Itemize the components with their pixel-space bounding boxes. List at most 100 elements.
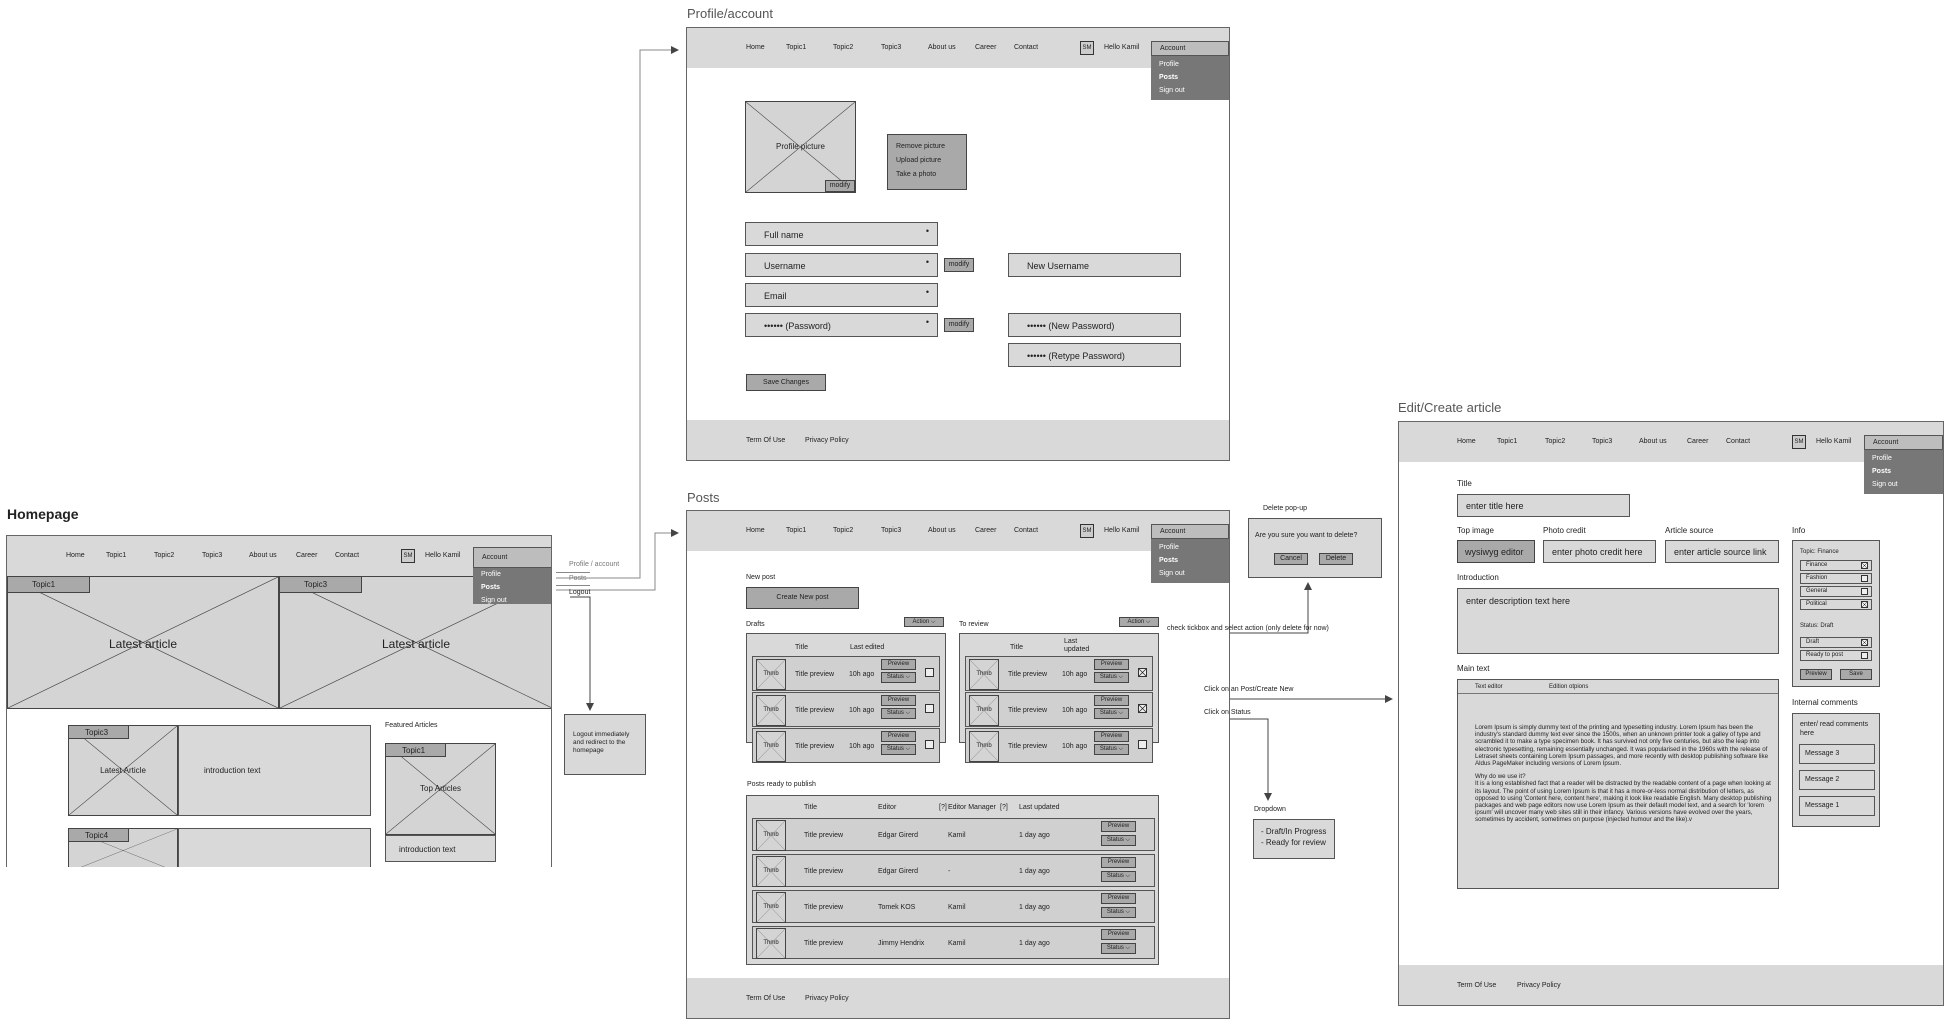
message-1[interactable]: Message 1 — [1799, 796, 1875, 816]
status-readyToPost-option[interactable]: Ready to post — [1800, 650, 1872, 661]
nav-contact[interactable]: Contact — [1726, 438, 1751, 445]
footer-privacy[interactable]: Privacy Policy — [1517, 982, 1561, 989]
avatar[interactable]: SM — [401, 549, 415, 563]
preview-button[interactable]: Preview — [881, 659, 916, 670]
nav-topic2[interactable]: Topic2 — [154, 552, 175, 559]
status-button[interactable]: Status ⌵ — [881, 708, 916, 719]
preview-button[interactable]: Preview — [1101, 821, 1136, 832]
status-draft-option[interactable]: Draft — [1800, 637, 1872, 648]
article-card-image[interactable]: Latest Article — [68, 725, 178, 816]
nav-contact[interactable]: Contact — [335, 552, 360, 559]
footer-privacy[interactable]: Privacy Policy — [805, 995, 849, 1002]
new-password-field[interactable]: •••••• (New Password) — [1008, 313, 1181, 337]
modify-username-button[interactable]: modify — [944, 258, 974, 272]
status-button[interactable]: Status ⌵ — [1094, 672, 1129, 683]
select-checkbox[interactable] — [1138, 668, 1147, 677]
nav-career[interactable]: Career — [975, 44, 997, 51]
thumbnail[interactable]: Thmb — [756, 820, 786, 851]
account-button[interactable]: Account — [1151, 41, 1229, 56]
nav-topic1[interactable]: Topic1 — [786, 44, 807, 51]
status-button[interactable]: Status ⌵ — [1101, 907, 1136, 918]
topic-fashion-option[interactable]: Fashion — [1800, 573, 1872, 584]
fullname-field[interactable]: Full name• — [745, 222, 938, 246]
select-checkbox[interactable] — [1138, 740, 1147, 749]
comments-input[interactable]: enter/ read comments here — [1800, 721, 1869, 737]
footer-terms[interactable]: Term Of Use — [746, 995, 786, 1002]
nav-contact[interactable]: Contact — [1014, 44, 1039, 51]
nav-about[interactable]: About us — [1639, 438, 1667, 445]
status-button[interactable]: Status ⌵ — [881, 672, 916, 683]
option-draft[interactable]: - Draft/In Progress — [1261, 827, 1327, 836]
topic-finance-option[interactable]: Finance — [1800, 560, 1872, 571]
account-button[interactable]: Account — [1151, 524, 1229, 539]
hero-article-1[interactable]: Latest article — [7, 576, 279, 709]
avatar[interactable]: SM — [1080, 41, 1094, 55]
status-button[interactable]: Status ⌵ — [881, 744, 916, 755]
nav-topic3[interactable]: Topic3 — [1592, 438, 1613, 445]
menu-posts[interactable]: Posts — [481, 584, 501, 591]
review-action-button[interactable]: Action ⌵ — [1119, 617, 1159, 627]
preview-button[interactable]: Preview — [1101, 929, 1136, 940]
nav-home[interactable]: Home — [66, 552, 85, 559]
cancel-button[interactable]: Cancel — [1274, 553, 1308, 565]
nav-topic2[interactable]: Topic2 — [1545, 438, 1566, 445]
help-icon[interactable]: [?] — [1000, 804, 1008, 811]
select-checkbox[interactable] — [1138, 704, 1147, 713]
nav-topic2[interactable]: Topic2 — [833, 44, 854, 51]
topic-checkbox[interactable] — [1861, 588, 1868, 595]
drafts-action-button[interactable]: Action ⌵ — [904, 617, 944, 627]
nav-about[interactable]: About us — [249, 552, 277, 559]
username-field[interactable]: Username• — [745, 253, 938, 277]
save-changes-button[interactable]: Save Changes — [746, 374, 826, 391]
nav-home[interactable]: Home — [746, 527, 765, 534]
thumbnail[interactable]: Thmb — [756, 856, 786, 887]
menu-profile[interactable]: Profile — [481, 571, 501, 578]
status-dropdown[interactable]: - Draft/In Progress - Ready for review — [1253, 819, 1335, 859]
hero-2-topic-tag[interactable]: Topic3 — [279, 576, 362, 593]
menu-signout[interactable]: Sign out — [1159, 87, 1185, 94]
thumbnail[interactable]: Thmb — [969, 695, 999, 726]
footer-terms[interactable]: Term Of Use — [1457, 982, 1497, 989]
main-text-editor[interactable]: Text editor Edition otpions Lorem Ipsum … — [1457, 679, 1779, 889]
wysiwyg-button[interactable]: wysiwyg editor — [1457, 540, 1535, 563]
nav-topic1[interactable]: Topic1 — [106, 552, 127, 559]
nav-about[interactable]: About us — [928, 44, 956, 51]
retype-password-field[interactable]: •••••• (Retype Password) — [1008, 343, 1181, 367]
thumbnail[interactable]: Thmb — [756, 695, 786, 726]
status-button[interactable]: Status ⌵ — [1101, 835, 1136, 846]
status-button[interactable]: Status ⌵ — [1101, 943, 1136, 954]
select-checkbox[interactable] — [925, 740, 934, 749]
status-button[interactable]: Status ⌵ — [1101, 871, 1136, 882]
preview-button[interactable]: Preview — [881, 695, 916, 706]
article-topic-tag[interactable]: Topic3 — [68, 725, 129, 739]
status-button[interactable]: Status ⌵ — [1094, 708, 1129, 719]
take-photo[interactable]: Take a photo — [896, 171, 937, 178]
select-checkbox[interactable] — [925, 704, 934, 713]
message-2[interactable]: Message 2 — [1799, 770, 1875, 790]
create-post-button[interactable]: Create New post — [746, 587, 859, 609]
nav-home[interactable]: Home — [1457, 438, 1476, 445]
menu-profile[interactable]: Profile — [1159, 61, 1179, 68]
status-checkbox[interactable] — [1861, 639, 1868, 646]
nav-topic1[interactable]: Topic1 — [1497, 438, 1518, 445]
email-field[interactable]: Email• — [745, 283, 938, 307]
preview-button[interactable]: Preview — [1101, 893, 1136, 904]
save-button[interactable]: Save — [1840, 669, 1872, 680]
select-checkbox[interactable] — [925, 668, 934, 677]
featured-topic-tag[interactable]: Topic1 — [385, 743, 446, 757]
nav-career[interactable]: Career — [1687, 438, 1709, 445]
menu-signout[interactable]: Sign out — [481, 597, 507, 604]
nav-home[interactable]: Home — [746, 44, 765, 51]
topic-general-option[interactable]: General — [1800, 586, 1872, 597]
thumbnail[interactable]: Thmb — [756, 892, 786, 923]
message-3[interactable]: Message 3 — [1799, 744, 1875, 764]
thumbnail[interactable]: Thmb — [756, 659, 786, 690]
topic-checkbox[interactable] — [1861, 562, 1868, 569]
nav-topic3[interactable]: Topic3 — [881, 527, 902, 534]
